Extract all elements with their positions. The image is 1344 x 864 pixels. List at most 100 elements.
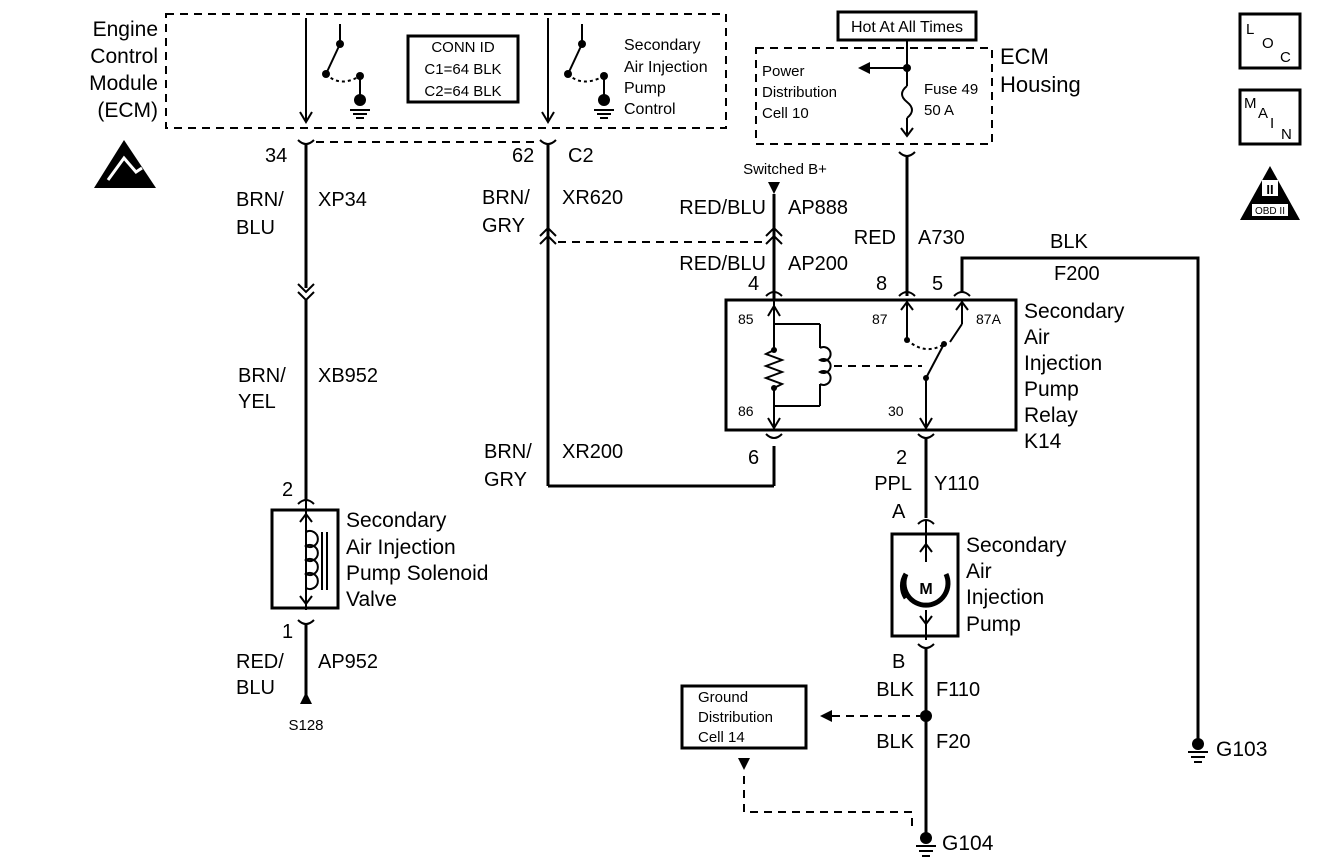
wire-ap888-label: RED/BLU AP888 <box>679 197 848 219</box>
wire-f200-label: BLK F200 <box>1050 231 1100 285</box>
loc-icon[interactable]: L O C <box>1238 12 1302 70</box>
connector-relay-4 <box>765 291 783 297</box>
wire-f110-label: BLK F110 <box>876 679 980 701</box>
svg-text:Ground: Ground <box>698 689 748 706</box>
ground-distribution-label: Ground Distribution Cell 14 <box>698 689 773 746</box>
svg-text:XR620: XR620 <box>562 187 623 209</box>
svg-text:II: II <box>1266 182 1273 197</box>
power-dist-arrow-icon <box>858 62 870 74</box>
ground-dist-arrow-icon <box>820 710 832 722</box>
svg-text:Control: Control <box>90 45 158 68</box>
svg-text:Pump: Pump <box>1024 378 1079 401</box>
connector-pump-b <box>917 643 935 649</box>
wire-f200 <box>960 256 1200 742</box>
ecm-driver-switch-34 <box>299 18 370 124</box>
pin-relay-5: 5 <box>932 273 943 295</box>
fuse-49-label: Fuse 49 50 A <box>924 81 978 119</box>
pump-label: Secondary Air Injection Pump <box>966 534 1067 636</box>
svg-text:Module: Module <box>89 72 158 95</box>
svg-text:Relay: Relay <box>1024 404 1078 427</box>
relay-k14-label: Secondary Air Injection Pump Relay K14 <box>1024 300 1125 453</box>
svg-text:Injection: Injection <box>1024 352 1102 375</box>
svg-text:AP888: AP888 <box>788 197 848 219</box>
connector-ecm-34 <box>297 139 315 145</box>
connector-relay-5 <box>953 291 971 297</box>
svg-text:Fuse 49: Fuse 49 <box>924 81 978 98</box>
splice-s128-label: S128 <box>288 717 323 734</box>
wire-ap200-label: RED/BLU AP200 <box>679 253 848 275</box>
svg-text:L: L <box>1246 21 1254 38</box>
connector-relay-8 <box>898 291 916 297</box>
ground-g103-label: G103 <box>1216 738 1267 761</box>
relay-terminal-85: 85 <box>738 311 754 327</box>
svg-text:PPL: PPL <box>874 473 912 495</box>
svg-text:A730: A730 <box>918 227 965 249</box>
connector-relay-6 <box>765 433 783 439</box>
hot-at-all-times-box <box>836 10 978 42</box>
svg-text:BRN/: BRN/ <box>484 441 532 463</box>
svg-text:BRN/: BRN/ <box>236 189 284 211</box>
svg-text:Secondary: Secondary <box>624 37 701 54</box>
pin-ecm-c2: C2 <box>568 145 594 167</box>
pin-ecm-34: 34 <box>265 145 287 167</box>
svg-text:GRY: GRY <box>484 469 527 491</box>
svg-text:Engine: Engine <box>93 18 158 41</box>
pin-relay-8: 8 <box>876 273 887 295</box>
main-icon[interactable]: M A I N <box>1238 88 1302 146</box>
svg-text:XB952: XB952 <box>318 365 378 387</box>
ground-dist-return-path <box>743 776 913 830</box>
pin-solenoid-2: 2 <box>282 479 293 501</box>
wire-ap952-label: RED/ BLU AP952 <box>236 651 378 699</box>
pin-relay-4: 4 <box>748 273 759 295</box>
svg-text:OBD II: OBD II <box>1255 206 1285 217</box>
connector-solenoid-1 <box>297 619 315 625</box>
svg-text:A: A <box>1258 105 1268 122</box>
svg-text:Air Injection: Air Injection <box>346 536 456 559</box>
svg-text:Housing: Housing <box>1000 72 1081 97</box>
svg-text:I: I <box>1270 115 1274 132</box>
svg-text:AP952: AP952 <box>318 651 378 673</box>
svg-text:Secondary: Secondary <box>966 534 1067 557</box>
inline-connector-xr620 <box>539 226 557 245</box>
svg-text:K14: K14 <box>1024 430 1062 453</box>
ecm-housing-label: ECM Housing <box>1000 44 1081 97</box>
conn-id-c2: C2=64 BLK <box>424 83 501 100</box>
svg-text:Secondary: Secondary <box>346 509 447 532</box>
svg-text:50 A: 50 A <box>924 102 954 119</box>
connector-ecm-62 <box>539 139 557 145</box>
svg-text:Pump: Pump <box>966 613 1021 636</box>
connector-housing-out <box>898 151 916 157</box>
svg-text:Y110: Y110 <box>934 473 979 495</box>
conn-id-c1: C1=64 BLK <box>424 61 501 78</box>
svg-text:XP34: XP34 <box>318 189 367 211</box>
svg-text:GRY: GRY <box>482 215 525 237</box>
fuse-49-symbol <box>900 68 914 138</box>
svg-text:Air: Air <box>1024 326 1050 349</box>
svg-text:Secondary: Secondary <box>1024 300 1125 323</box>
relay-terminal-87: 87 <box>872 311 888 327</box>
svg-text:Air Injection: Air Injection <box>624 59 708 76</box>
ecm-control-label: Secondary Air Injection Pump Control <box>624 37 708 118</box>
svg-text:M: M <box>1244 95 1257 112</box>
ecm-box <box>165 13 727 129</box>
solenoid-label: Secondary Air Injection Pump Solenoid Va… <box>346 509 488 611</box>
ground-g104-icon <box>916 832 936 857</box>
svg-text:C: C <box>1280 49 1291 66</box>
obd-ii-icon[interactable]: II OBD II <box>1240 166 1300 220</box>
ecm-driver-switch-62 <box>541 18 614 124</box>
pin-ecm-62: 62 <box>512 145 534 167</box>
relay-terminal-86: 86 <box>738 403 754 419</box>
svg-text:AP200: AP200 <box>788 253 848 275</box>
switched-b-plus-marker <box>768 182 780 194</box>
power-distribution-cell-label: Power Distribution Cell 10 <box>762 63 837 122</box>
relay-k14-coil <box>763 300 832 430</box>
inline-connector-ap888 <box>765 226 783 245</box>
wire-xr620-label: BRN/ GRY XR620 <box>482 187 623 237</box>
svg-text:Valve: Valve <box>346 588 397 611</box>
svg-text:BRN/: BRN/ <box>482 187 530 209</box>
pin-solenoid-1: 1 <box>282 621 293 643</box>
svg-text:RED/: RED/ <box>236 651 284 673</box>
svg-text:Control: Control <box>624 101 676 118</box>
ground-distribution-box <box>680 684 808 750</box>
